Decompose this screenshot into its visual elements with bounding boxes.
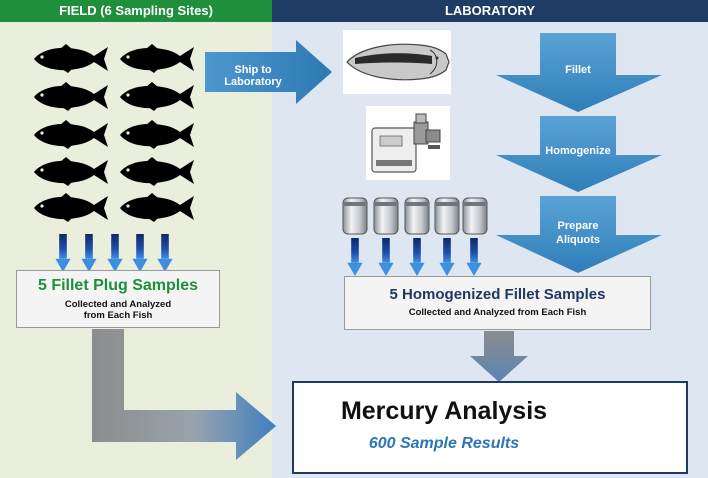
sample-jars <box>342 197 488 235</box>
ship-to-laboratory-label: Ship to Laboratory <box>224 64 282 88</box>
down-arrow-icon <box>55 234 71 272</box>
step-prepare-aliquots-label: Prepare Aliquots <box>556 220 600 246</box>
down-arrow-icon <box>347 238 363 276</box>
mercury-analysis-box: Mercury Analysis 600 Sample Results <box>292 381 688 474</box>
aliquots-step-arrow <box>496 196 662 273</box>
sample-jar-icon <box>404 197 430 235</box>
step-fillet-label: Fillet <box>565 64 591 76</box>
field-sample-arrows <box>55 234 173 272</box>
fish-group <box>34 44 194 222</box>
sample-jar-icon <box>342 197 368 235</box>
fish-icon <box>120 120 194 149</box>
fish-icon <box>120 44 194 73</box>
homogenized-samples-title: 5 Homogenized Fillet Samples <box>389 286 606 303</box>
fish-icon <box>120 82 194 111</box>
sample-jar-icon <box>462 197 488 235</box>
sample-jar-icon <box>373 197 399 235</box>
down-arrow-icon <box>132 234 148 272</box>
fillet-plug-samples-box: 5 Fillet Plug Samples Collected and Anal… <box>16 270 220 328</box>
fish-icon <box>34 82 108 111</box>
down-arrow-icon <box>439 238 455 276</box>
meat-grinder-image <box>366 106 450 180</box>
fillet-plug-samples-title: 5 Fillet Plug Samples <box>37 277 199 294</box>
down-arrow-icon <box>157 234 173 272</box>
fish-icon <box>34 120 108 149</box>
field-to-results-arrow <box>92 329 276 460</box>
field-header: FIELD (6 Sampling Sites) <box>0 0 272 22</box>
fish-icon <box>34 44 108 73</box>
homogenize-step-arrow <box>496 116 662 192</box>
fish-icon <box>120 193 194 222</box>
down-arrow-icon <box>466 238 482 276</box>
fish-icon <box>120 157 194 186</box>
down-arrow-icon <box>378 238 394 276</box>
mercury-analysis-title: Mercury Analysis <box>340 397 548 425</box>
ship-arrow <box>205 40 332 104</box>
fish-icon <box>34 157 108 186</box>
fillet-plug-samples-subtitle-1: Collected and Analyzed <box>64 299 172 310</box>
down-arrow-icon <box>107 234 123 272</box>
down-arrow-icon <box>81 234 97 272</box>
down-arrow-icon <box>409 238 425 276</box>
homogenized-samples-box: 5 Homogenized Fillet Samples Collected a… <box>344 276 651 330</box>
step-homogenize-label: Homogenize <box>545 145 611 157</box>
fish-fillet-image <box>343 30 451 94</box>
fillet-plug-samples-subtitle-2: from Each Fish <box>83 310 153 321</box>
lab-to-results-arrow <box>470 331 528 382</box>
fish-icon <box>34 193 108 222</box>
fillet-step-arrow <box>496 33 662 112</box>
laboratory-header: LABORATORY <box>272 0 708 22</box>
sample-jar-icon <box>434 197 460 235</box>
sample-results-subtitle: 600 Sample Results <box>368 435 520 452</box>
lab-sample-arrows <box>347 238 482 276</box>
homogenized-samples-subtitle: Collected and Analyzed from Each Fish <box>408 307 587 318</box>
